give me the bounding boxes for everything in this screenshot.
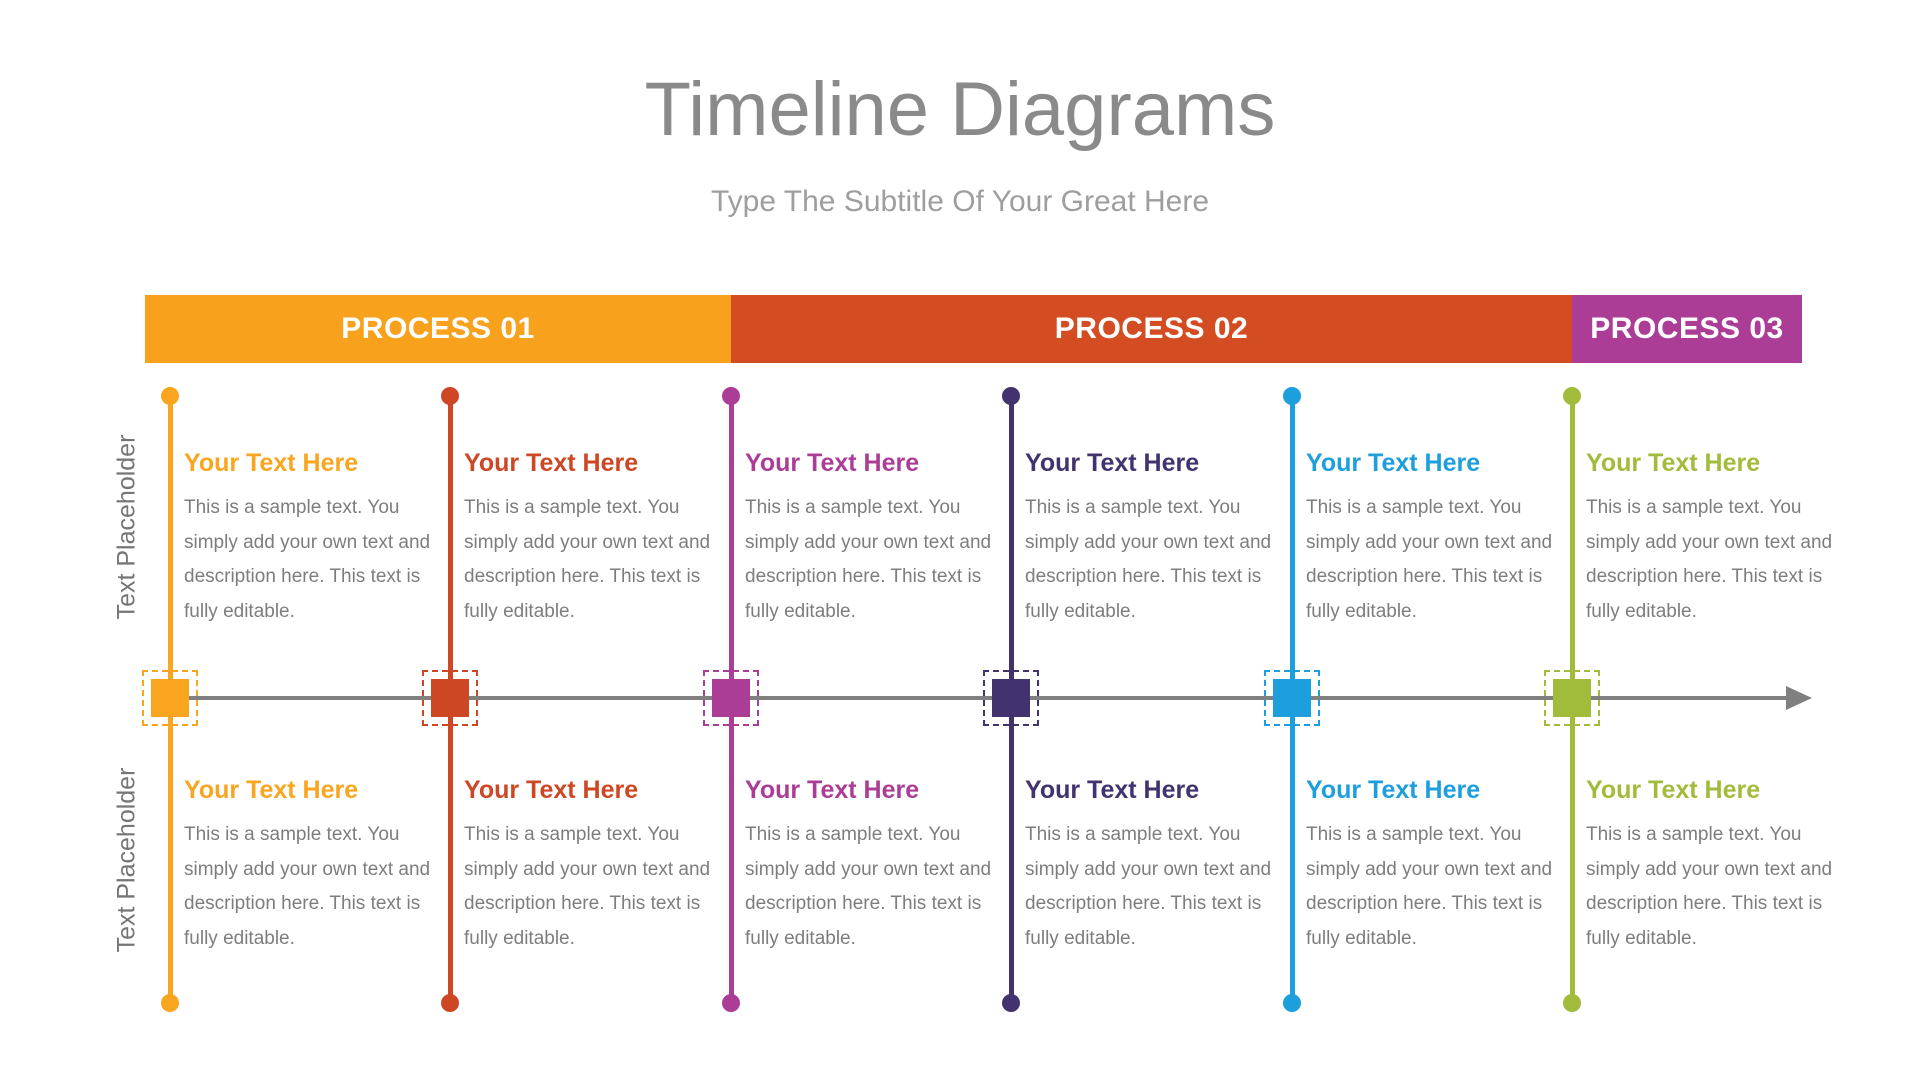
milestone-dot-top	[441, 387, 459, 405]
side-label-bottom: Text Placeholder	[112, 767, 141, 953]
process-label-01: PROCESS 01	[341, 312, 535, 345]
entry-heading: Your Text Here	[184, 449, 359, 477]
timeline-axis-line	[170, 696, 1788, 700]
entry-body: This is a sample text. You simply add yo…	[1306, 497, 1553, 622]
milestone-entry-bottom: Your Text Here This is a sample text. Yo…	[1025, 775, 1273, 956]
entry-body: This is a sample text. You simply add yo…	[464, 497, 711, 622]
milestone-marker	[1553, 679, 1591, 717]
process-label-03: PROCESS 03	[1590, 312, 1784, 345]
entry-body: This is a sample text. You simply add yo…	[1586, 497, 1833, 622]
entry-body: This is a sample text. You simply add yo…	[1306, 824, 1553, 949]
entry-body: This is a sample text. You simply add yo…	[1025, 497, 1272, 622]
milestone-marker-dashed-outline	[1544, 670, 1600, 726]
page-title: Timeline Diagrams	[644, 67, 1276, 152]
entry-heading: Your Text Here	[1306, 449, 1481, 477]
process-label-02: PROCESS 02	[1054, 312, 1249, 345]
milestone-entry-bottom: Your Text Here This is a sample text. Yo…	[464, 775, 712, 956]
entry-body: This is a sample text. You simply add yo…	[1025, 824, 1272, 949]
milestone-entry-top: Your Text Here This is a sample text. Yo…	[745, 448, 993, 629]
entry-body: This is a sample text. You simply add yo…	[184, 824, 431, 949]
side-label-top: Text Placeholder	[112, 434, 141, 620]
milestone-dot-bottom	[441, 994, 459, 1012]
milestone-entry-bottom: Your Text Here This is a sample text. Yo…	[1306, 775, 1554, 956]
process-segment-03: PROCESS 03	[1572, 295, 1802, 363]
entry-heading: Your Text Here	[1586, 776, 1761, 804]
milestone-marker-dashed-outline	[703, 670, 759, 726]
milestone-entry-top: Your Text Here This is a sample text. Yo…	[464, 448, 712, 629]
milestone-marker-dashed-outline	[1264, 670, 1320, 726]
milestone-entry-top: Your Text Here This is a sample text. Yo…	[1306, 448, 1554, 629]
milestone-dot-bottom	[722, 994, 740, 1012]
milestone-dot-top	[1283, 387, 1301, 405]
entry-heading: Your Text Here	[464, 449, 639, 477]
entry-heading: Your Text Here	[184, 776, 359, 804]
milestone-marker-dashed-outline	[142, 670, 198, 726]
process-bar: PROCESS 01 PROCESS 02 PROCESS 03	[145, 295, 1802, 363]
timeline-arrow-icon	[1786, 686, 1812, 710]
milestone-entry-bottom: Your Text Here This is a sample text. Yo…	[745, 775, 993, 956]
entry-heading: Your Text Here	[1306, 776, 1481, 804]
entry-heading: Your Text Here	[1025, 776, 1200, 804]
milestone-entry-bottom: Your Text Here This is a sample text. Yo…	[184, 775, 432, 956]
milestone-entry-top: Your Text Here This is a sample text. Yo…	[1025, 448, 1273, 629]
milestone-marker	[1273, 679, 1311, 717]
milestone-dot-top	[1563, 387, 1581, 405]
entry-body: This is a sample text. You simply add yo…	[745, 824, 992, 949]
milestone-marker	[151, 679, 189, 717]
milestone-marker	[431, 679, 469, 717]
milestone-dot-bottom	[161, 994, 179, 1012]
milestone-entry-top: Your Text Here This is a sample text. Yo…	[1586, 448, 1834, 629]
process-segment-02: PROCESS 02	[731, 295, 1572, 363]
milestone-entry-top: Your Text Here This is a sample text. Yo…	[184, 448, 432, 629]
milestone-dot-top	[722, 387, 740, 405]
entry-heading: Your Text Here	[1586, 449, 1761, 477]
milestone-dot-bottom	[1283, 994, 1301, 1012]
process-segment-01: PROCESS 01	[145, 295, 731, 363]
entry-heading: Your Text Here	[1025, 449, 1200, 477]
milestone-dot-top	[161, 387, 179, 405]
entry-body: This is a sample text. You simply add yo…	[464, 824, 711, 949]
entry-heading: Your Text Here	[745, 449, 920, 477]
milestone-dot-top	[1002, 387, 1020, 405]
milestone-entry-bottom: Your Text Here This is a sample text. Yo…	[1586, 775, 1834, 956]
entry-body: This is a sample text. You simply add yo…	[745, 497, 992, 622]
page-subtitle: Type The Subtitle Of Your Great Here	[710, 185, 1210, 218]
entry-body: This is a sample text. You simply add yo…	[1586, 824, 1833, 949]
milestone-marker	[992, 679, 1030, 717]
milestone-dot-bottom	[1563, 994, 1581, 1012]
entry-heading: Your Text Here	[464, 776, 639, 804]
milestone-dot-bottom	[1002, 994, 1020, 1012]
milestone-marker-dashed-outline	[422, 670, 478, 726]
entry-heading: Your Text Here	[745, 776, 920, 804]
milestone-marker	[712, 679, 750, 717]
milestone-marker-dashed-outline	[983, 670, 1039, 726]
entry-body: This is a sample text. You simply add yo…	[184, 497, 431, 622]
